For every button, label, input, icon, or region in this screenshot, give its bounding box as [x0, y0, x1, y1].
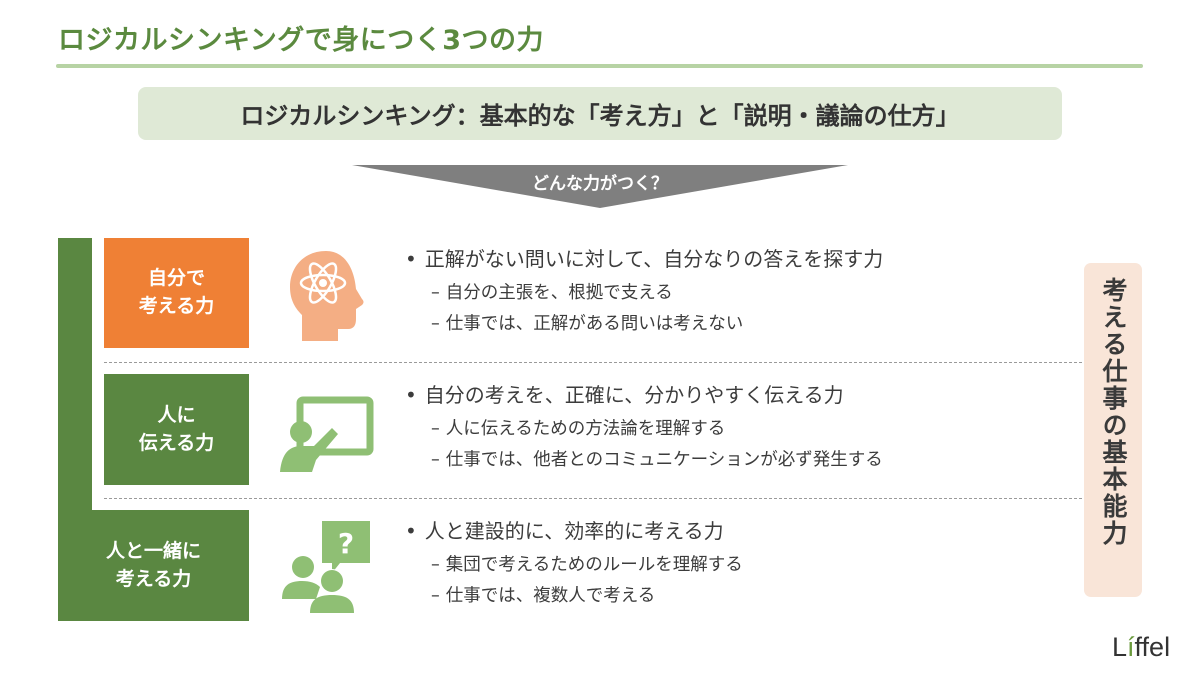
people-question-icon: ?: [282, 521, 370, 613]
side-summary-box: 考える仕事の基本能力: [1084, 263, 1142, 597]
ability-description-think-alone: 正解がない問いに対して、自分なりの答えを探す力 自分の主張を、根拠で支える 仕事…: [405, 243, 883, 341]
ability-label-think-alone: 自分で 考える力: [104, 238, 249, 348]
sub-point: 集団で考えるためのルールを理解する: [431, 551, 743, 576]
sub-point: 仕事では、複数人で考える: [431, 582, 743, 607]
svg-text:?: ?: [338, 527, 354, 560]
main-point: 人と建設的に、効率的に考える力: [405, 515, 743, 544]
ability-label-think-together: 人と一緒に 考える力: [105, 539, 201, 590]
sub-point: 自分の主張を、根拠で支える: [431, 279, 883, 304]
slide-title: ロジカルシンキングで身につく3つの力: [58, 25, 544, 56]
ability-description-think-together: 人と建設的に、効率的に考える力 集団で考えるためのルールを理解する 仕事では、複…: [405, 515, 743, 613]
sub-point: 人に伝えるための方法論を理解する: [431, 415, 883, 440]
ability-description-communicate: 自分の考えを、正確に、分かりやすく伝える力 人に伝えるための方法論を理解する 仕…: [405, 379, 883, 477]
main-point: 自分の考えを、正確に、分かりやすく伝える力: [405, 379, 883, 408]
title-underline: [56, 64, 1143, 68]
logo-accent: í: [1127, 632, 1135, 662]
arrow-label: どんな力がつく？: [532, 174, 668, 194]
down-arrow-icon: [352, 165, 848, 208]
bracket-bottom: [58, 510, 249, 621]
row-divider: [104, 498, 1142, 499]
logo-suffix: ffel: [1134, 632, 1171, 662]
head-atom-icon: [290, 251, 364, 341]
sub-point: 仕事では、他者とのコミュニケーションが必ず発生する: [431, 446, 883, 471]
ability-label-communicate: 人に 伝える力: [104, 374, 249, 485]
presenter-board-icon: [280, 396, 374, 472]
brand-logo: Líffel: [1112, 632, 1170, 663]
logo-prefix: L: [1112, 632, 1128, 662]
row-divider: [104, 362, 1142, 363]
sub-point: 仕事では、正解がある問いは考えない: [431, 310, 883, 335]
side-summary-label: 考える仕事の基本能力: [1099, 277, 1128, 547]
header-banner: ロジカルシンキング：基本的な「考え方」と「説明・議論の仕方」: [138, 87, 1062, 140]
main-point: 正解がない問いに対して、自分なりの答えを探す力: [405, 243, 883, 272]
